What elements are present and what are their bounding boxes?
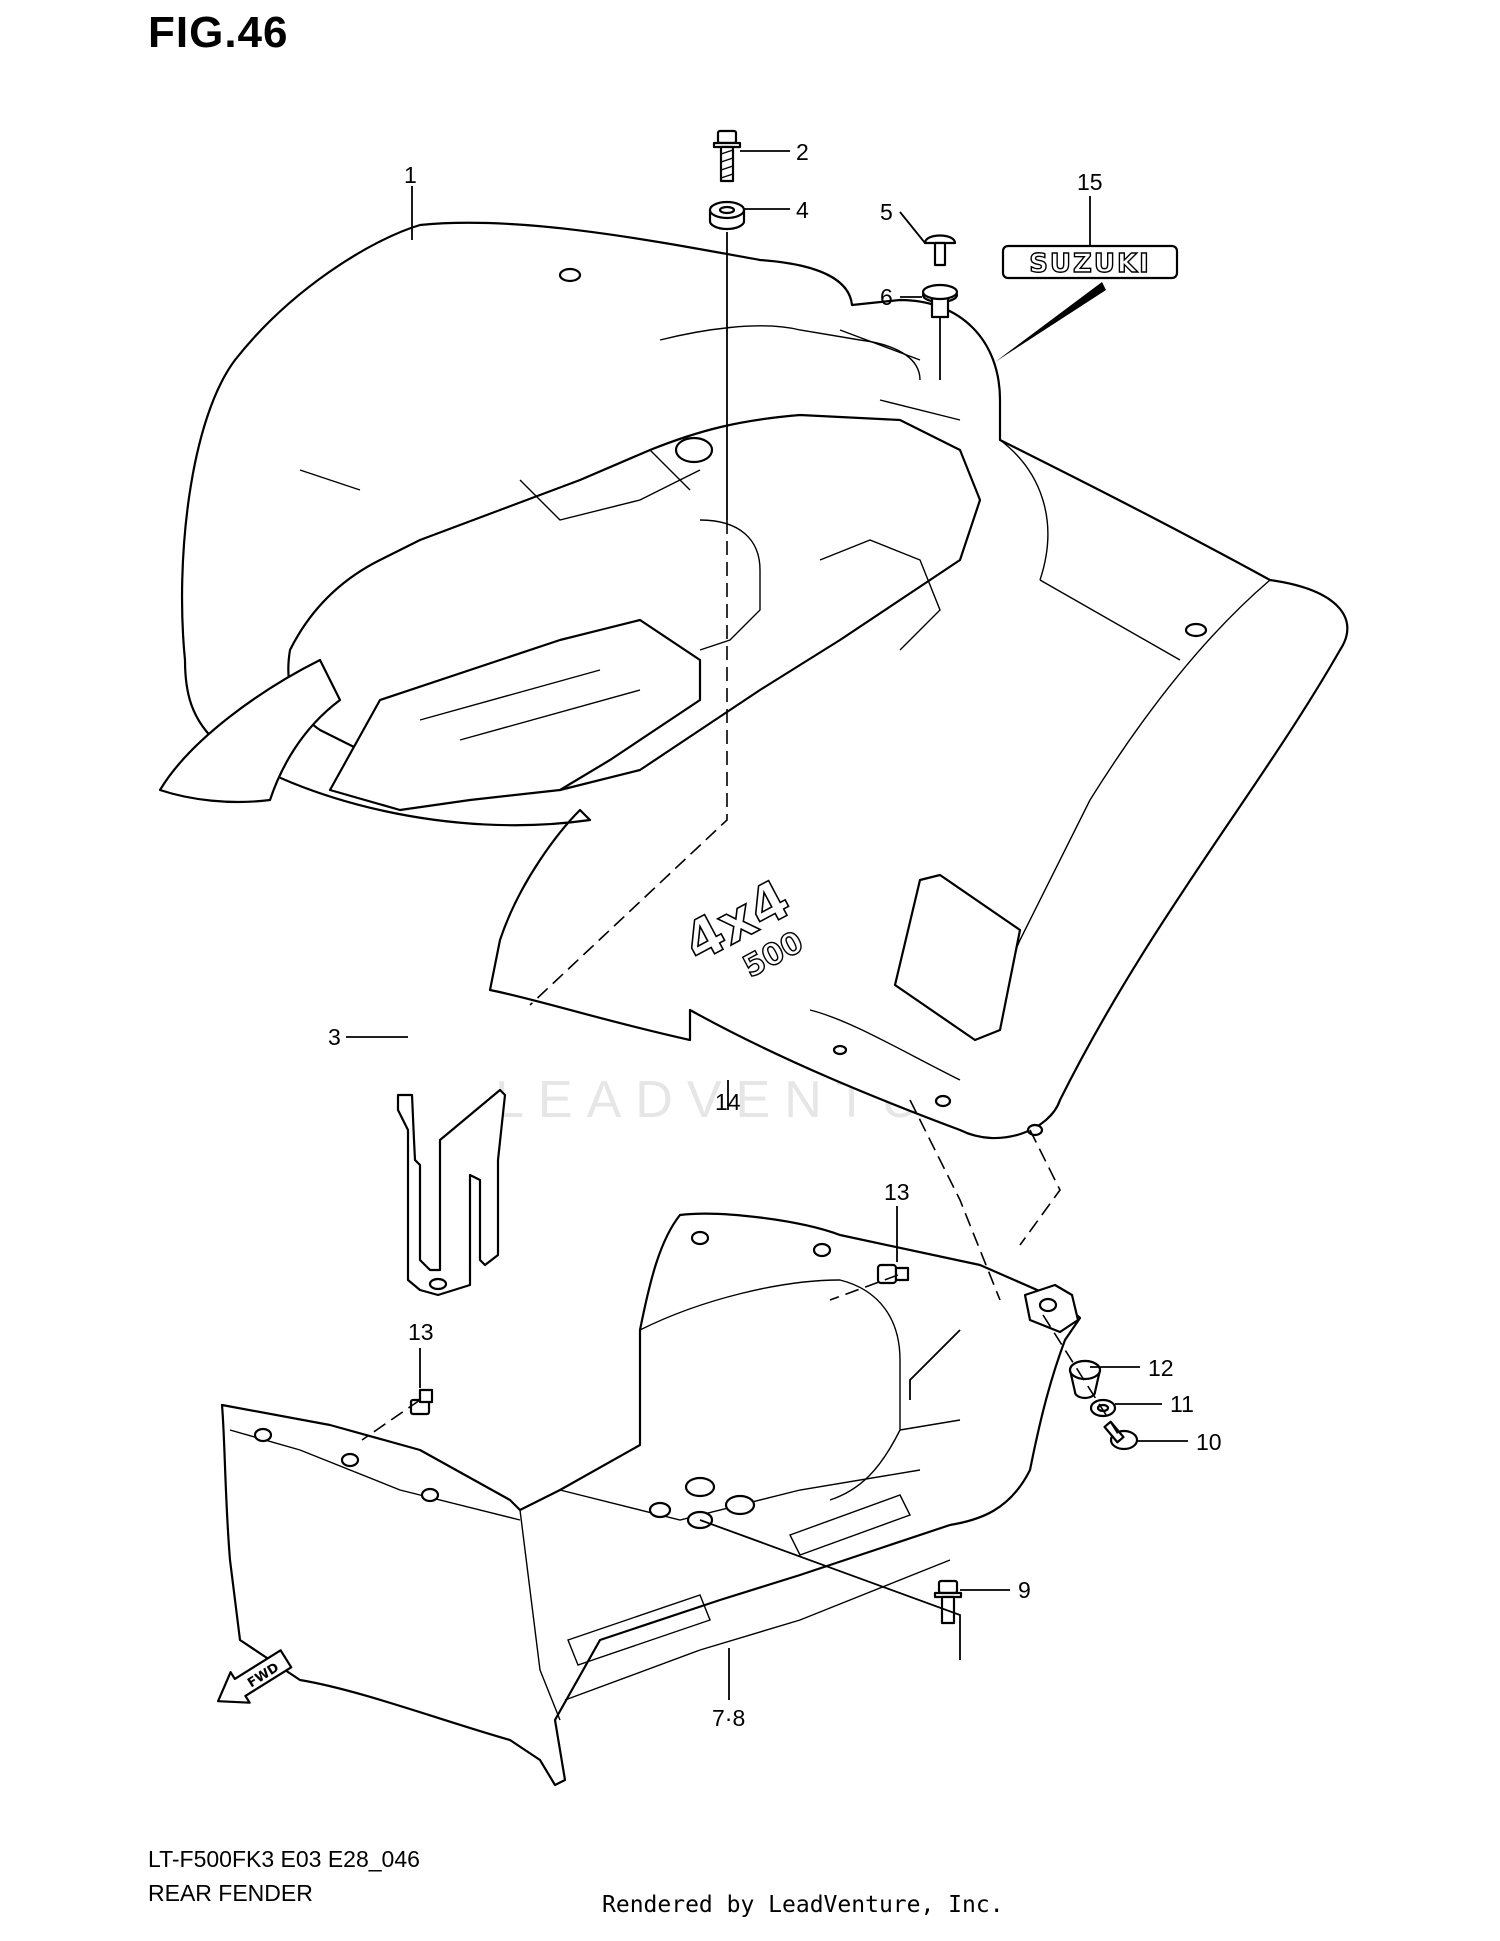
callout-10: 10 [1196, 1429, 1222, 1455]
screw-part-5[interactable] [923, 234, 957, 267]
screw-part-10[interactable] [1103, 1420, 1139, 1451]
bolt-part-2[interactable] [712, 129, 742, 183]
bracket-part-3[interactable] [396, 1088, 507, 1297]
callout-3: 3 [328, 1024, 341, 1050]
callout-1: 1 [404, 162, 417, 188]
callout-2: 2 [796, 139, 809, 165]
model-code: LT-F500FK3 E03 E28_046 [148, 1846, 420, 1872]
callout-13-upper: 13 [884, 1179, 910, 1205]
leader-lines [346, 150, 1188, 1700]
callout-14: 14 [715, 1089, 741, 1115]
callout-15: 15 [1077, 169, 1103, 195]
callout-9: 9 [1018, 1577, 1031, 1603]
callout-4: 4 [796, 197, 809, 223]
clip-part-13-lower[interactable] [409, 1388, 434, 1416]
rendered-by-credit: Rendered by LeadVenture, Inc. [602, 1892, 1004, 1918]
emblem-part-15[interactable]: SUZUKI [1001, 244, 1179, 280]
callout-13-lower: 13 [408, 1319, 434, 1345]
grommet-part-4[interactable] [708, 200, 746, 231]
clip-part-13-upper[interactable] [876, 1263, 910, 1285]
figure-title: FIG.46 [148, 8, 289, 57]
washer-part-11[interactable] [1089, 1398, 1117, 1418]
callout-numbers: 2 4 1 5 6 15 3 14 13 13 12 11 10 9 7·8 [328, 139, 1222, 1731]
callout-5: 5 [880, 199, 893, 225]
callout-12: 12 [1148, 1355, 1174, 1381]
footrest-part-7-8[interactable] [220, 1212, 1082, 1787]
callout-6: 6 [880, 284, 893, 310]
section-name: REAR FENDER [148, 1880, 313, 1906]
rear-fender-part-14[interactable]: 4x4 500 [158, 221, 1349, 1140]
fwd-arrow: FWD [216, 1649, 293, 1704]
tread-pattern-front [567, 1494, 911, 1666]
collar-part-6[interactable] [921, 283, 959, 319]
emblem-suzuki-text: SUZUKI [1029, 249, 1151, 279]
collar-part-12[interactable] [1068, 1359, 1102, 1400]
bolt-part-9[interactable] [933, 1579, 963, 1625]
callout-11: 11 [1170, 1391, 1194, 1417]
callout-7-8: 7·8 [712, 1705, 745, 1731]
